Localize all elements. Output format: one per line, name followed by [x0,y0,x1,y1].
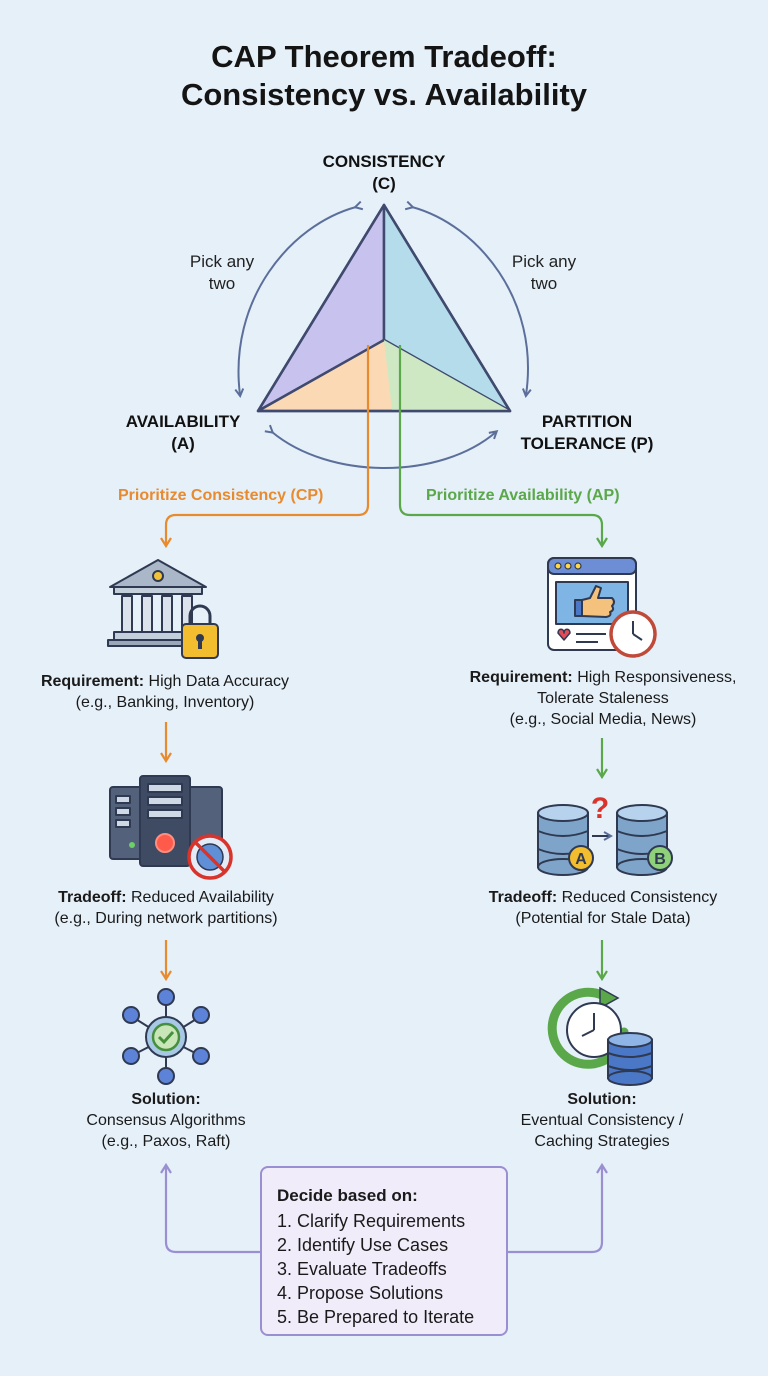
ap-tradeoff-text: Reduced Consistency [561,889,718,906]
pick-left-line-2: two [208,274,236,293]
consistency-line-1: CONSISTENCY [322,152,446,171]
db-label-a: A [575,851,587,868]
partition-line-1: PARTITION [541,412,633,431]
ap-solution: Solution: Eventual Consistency / Caching… [452,1089,752,1152]
ap-solution-text: Eventual Consistency / [520,1112,684,1129]
decide-arrow-left [160,1162,260,1254]
pick-right-line-1: Pick any [511,252,577,271]
clock-database-icon [547,986,653,1086]
cp-requirement-text: High Data Accuracy [148,673,290,690]
pick-two-left: Pick any two [172,251,272,295]
cp-tradeoff: Tradeoff: Reduced Availability (e.g., Du… [6,887,326,929]
consistency-line-2: (C) [372,174,396,193]
decide-title: Decide based on: [277,1186,418,1205]
decide-box: Decide based on: 1. Clarify Requirements… [260,1166,508,1336]
social-thumbs-up-icon [547,557,657,658]
ap-tradeoff: Tradeoff: Reduced Consistency (Potential… [448,887,758,929]
partition-line-2: TOLERANCE (P) [520,434,654,453]
decide-item-4: 4. Propose Solutions [277,1283,444,1303]
cp-solution-text: Consensus Algorithms [86,1112,246,1129]
ap-requirement-example: (e.g., Social Media, News) [509,711,697,728]
database-sync-icon [537,804,673,876]
cp-requirement-example: (e.g., Banking, Inventory) [75,694,255,711]
cp-solution: Solution: Consensus Algorithms (e.g., Pa… [16,1089,316,1152]
vertex-availability-label: AVAILABILITY (A) [108,411,258,455]
arrow-right-arc [412,207,528,395]
cp-path-label: Prioritize Consistency (CP) [118,487,324,504]
ap-requirement-line-2: Tolerate Staleness [537,690,669,707]
title-line-2: Consistency vs. Availability [180,77,588,112]
vertex-partition-label: PARTITION TOLERANCE (P) [506,411,668,455]
decide-item-1: 1. Clarify Requirements [277,1211,466,1231]
cap-triangle [256,203,512,413]
ap-path-arrow [398,345,608,549]
pick-two-arrows [239,207,528,469]
cp-solution-example: (e.g., Paxos, Raft) [101,1133,231,1150]
cp-tradeoff-label: Tradeoff: [58,889,127,906]
arrow-left-arc [239,207,356,395]
decide-item-5: 5. Be Prepared to Iterate [277,1307,475,1327]
server-error-icon [109,775,233,880]
cp-requirement: Requirement: High Data Accuracy (e.g., B… [10,671,320,713]
cp-requirement-label: Requirement: [40,673,145,690]
ap-path-label: Prioritize Availability (AP) [426,487,620,504]
ap-solution-text-2: Caching Strategies [534,1133,670,1150]
decide-item-2: 2. Identify Use Cases [277,1235,449,1255]
arrow-bottom-arc [272,432,496,469]
ap-solution-label: Solution: [567,1091,637,1108]
decide-item-3: 3. Evaluate Tradeoffs [277,1259,447,1279]
availability-line-2: (A) [171,434,195,453]
pick-right-line-2: two [530,274,558,293]
title-line-1: CAP Theorem Tradeoff: [211,39,557,74]
stale-question-mark: ? [591,792,609,825]
db-label-b: B [654,851,666,868]
ap-requirement: Requirement: High Responsiveness, Tolera… [442,667,764,730]
decide-arrow-right [508,1162,608,1254]
ap-requirement-label: Requirement: [469,669,573,686]
cp-tradeoff-text: Reduced Availability [131,889,274,906]
network-check-icon [122,988,210,1085]
vertex-consistency-label: CONSISTENCY (C) [304,151,464,195]
availability-line-1: AVAILABILITY [125,412,241,431]
pick-two-right: Pick any two [494,251,594,295]
ap-requirement-text: High Responsiveness, [577,669,737,686]
ap-tradeoff-example: (Potential for Stale Data) [515,910,691,927]
cp-path-arrow [160,345,370,549]
cp-solution-label: Solution: [131,1091,201,1108]
pick-left-line-1: Pick any [189,252,255,271]
page-title: CAP Theorem Tradeoff: Consistency vs. Av… [0,38,768,114]
cp-tradeoff-example: (e.g., During network partitions) [54,910,278,927]
ap-tradeoff-label: Tradeoff: [488,889,558,906]
bank-lock-icon [107,559,219,659]
